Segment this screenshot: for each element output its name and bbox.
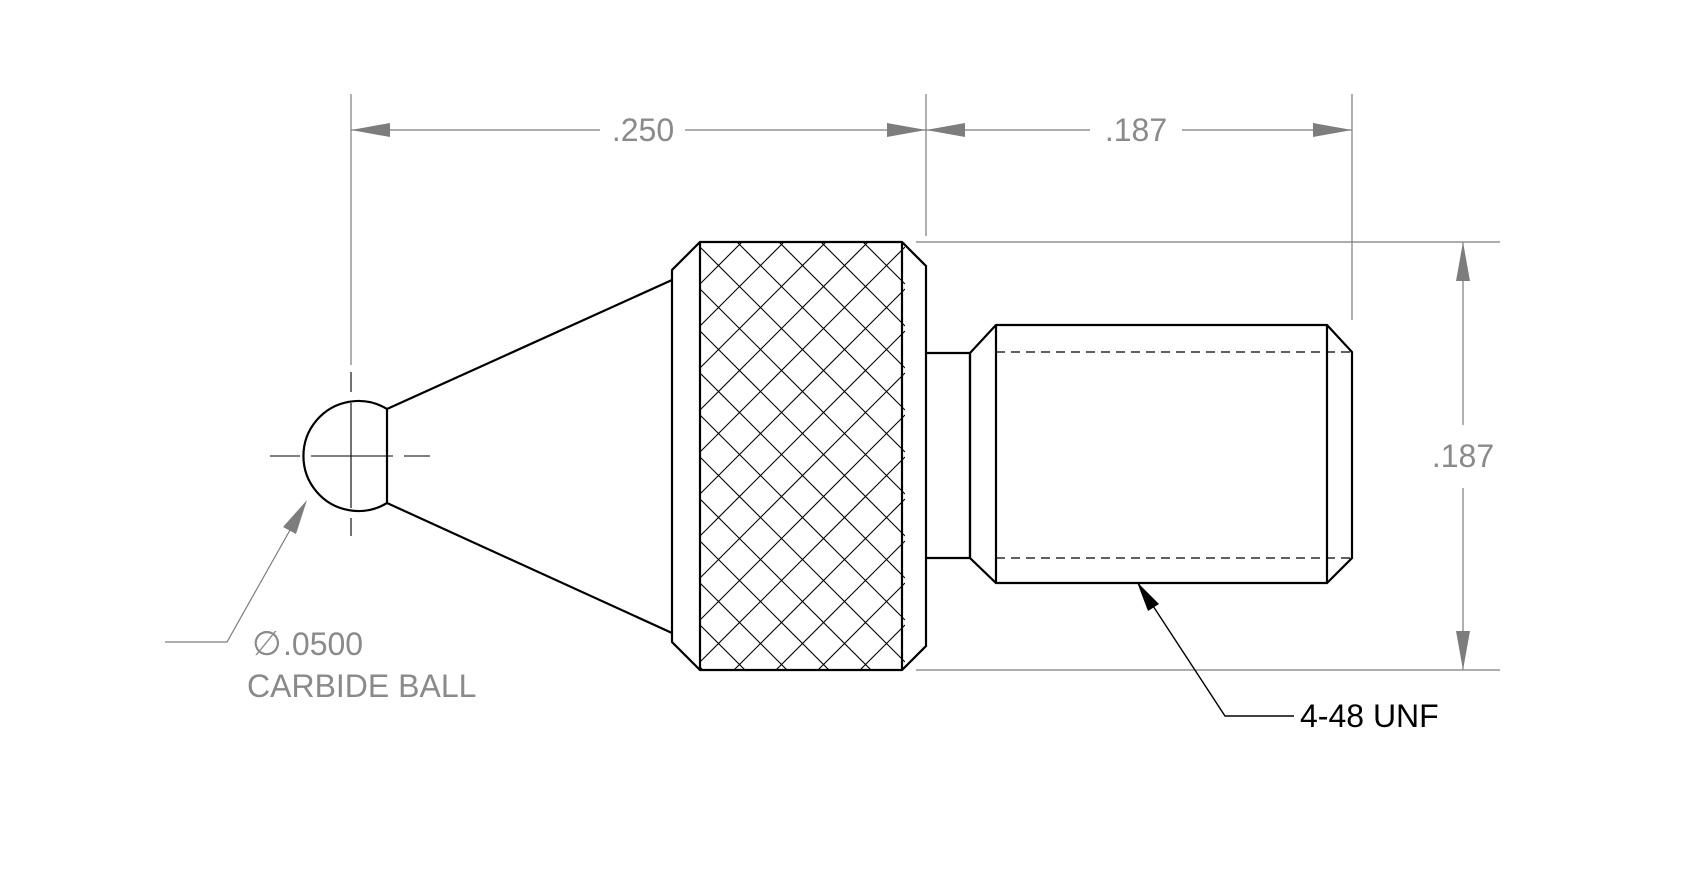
thread-callout: 4-48 UNF xyxy=(1137,582,1439,734)
knurl-line xyxy=(700,0,905,200)
dimension-250: .250 xyxy=(350,94,927,365)
knurl-line xyxy=(700,456,905,663)
knurl-line xyxy=(700,242,743,285)
knurl-line xyxy=(901,666,905,670)
knurl-line xyxy=(700,709,905,889)
knurl-line xyxy=(700,330,905,537)
knurl-line xyxy=(700,242,869,411)
dimension-187-length: .187 xyxy=(926,94,1353,320)
knurl-line xyxy=(700,372,905,579)
knurl-line xyxy=(700,582,788,670)
relief-neck xyxy=(926,351,972,560)
thread-spec-label: 4-48 UNF xyxy=(1300,698,1439,734)
knurl-line xyxy=(700,0,905,200)
part-outline xyxy=(302,240,1354,672)
ball-material-label: CARBIDE BALL xyxy=(247,668,476,704)
knurl-line xyxy=(700,242,827,369)
dimension-187-diameter-label: .187 xyxy=(1432,438,1494,474)
knurl-line xyxy=(700,246,905,453)
knurl-line xyxy=(817,582,905,670)
knurl-line xyxy=(775,540,905,670)
ball-callout: ∅ .0500 CARBIDE BALL xyxy=(165,500,476,704)
dimension-187-diameter: .187 xyxy=(916,241,1500,671)
knurl-line xyxy=(700,709,905,889)
carbide-ball xyxy=(302,399,389,513)
knurl-line xyxy=(733,498,905,670)
knurl-line xyxy=(862,242,905,285)
knurl-line xyxy=(820,242,905,327)
dimension-187-length-label: .187 xyxy=(1105,112,1167,148)
threaded-shank xyxy=(968,323,1354,585)
ball-diameter-value: .0500 xyxy=(283,626,363,662)
cone-lower-edge xyxy=(386,501,673,635)
knurl-line xyxy=(700,414,905,621)
knurl-line xyxy=(700,288,905,495)
knurl-line xyxy=(700,242,701,243)
knurl-line xyxy=(700,624,746,670)
knurl-line xyxy=(859,624,905,670)
cone-upper-edge xyxy=(386,278,673,411)
knurl-line xyxy=(700,242,785,327)
knurl-line xyxy=(904,242,905,243)
knurl-line xyxy=(700,666,704,670)
diameter-symbol: ∅ xyxy=(252,624,282,664)
dimension-250-label: .250 xyxy=(612,112,674,148)
knurl-crosshatch xyxy=(700,0,905,889)
ball-center-mark xyxy=(270,372,430,536)
